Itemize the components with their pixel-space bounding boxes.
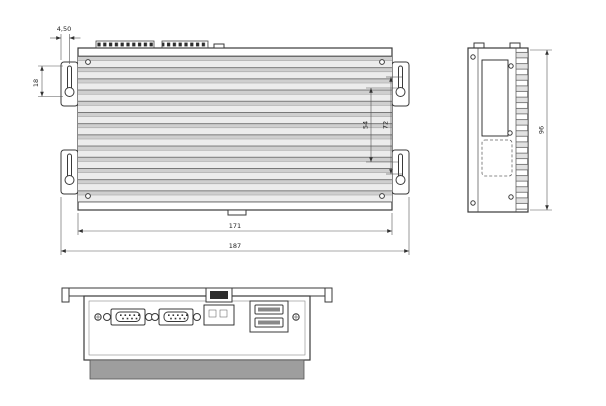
top-connector-strip-1 [95, 40, 155, 49]
front-corner-screws [85, 59, 385, 199]
panel-screw-left [94, 313, 102, 321]
top-edge-tab [213, 43, 225, 49]
side-screws [470, 54, 514, 206]
flange-tab-right [324, 287, 333, 303]
dim-label-overall-width: 187 [229, 242, 241, 250]
dim-label-keyhole-height: 18 [32, 79, 40, 87]
panel-flange [61, 287, 333, 297]
bottom-notch [227, 209, 247, 216]
dim-keyhole-height: 18 [32, 65, 63, 97]
dim-label-side-height: 96 [538, 126, 546, 134]
front-view [60, 40, 410, 216]
db9-connector-1 [103, 308, 153, 326]
dim-ear-offset: 4,50 [50, 25, 81, 64]
panel-screw-right [292, 313, 300, 321]
top-connector-strip-2 [161, 40, 209, 49]
side-terminal-block [481, 59, 509, 137]
side-fins [516, 50, 528, 210]
dim-side-height: 96 [530, 49, 552, 211]
side-top-tab-right [509, 42, 521, 49]
usb-port-stack [249, 300, 289, 333]
mounting-ear-top-right [391, 61, 410, 107]
db9-connector-2 [151, 308, 201, 326]
dimensions: 4,50 18 54 72 96 [32, 25, 552, 255]
dim-label-body-width: 171 [229, 222, 241, 230]
dim-label-mount-span-inner: 54 [362, 121, 370, 129]
mounting-ear-top-left [60, 61, 79, 107]
bottom-view [61, 287, 333, 380]
dim-mount-span-outer: 72 [382, 76, 402, 175]
mounting-ear-bottom-right [391, 149, 410, 195]
side-view [467, 42, 529, 213]
bottom-band [89, 359, 305, 380]
dim-overall-width: 187 [60, 197, 410, 255]
flange-tab-left [61, 287, 70, 303]
power-terminal-block [203, 287, 235, 326]
side-top-tab-left [473, 42, 485, 49]
dim-label-mount-span-outer: 72 [382, 121, 390, 129]
side-access-cover [481, 139, 513, 177]
dim-label-ear-offset: 4,50 [57, 25, 71, 33]
dim-body-width: 171 [77, 213, 393, 235]
mounting-ear-bottom-left [60, 149, 79, 195]
top-edge-connectors [95, 40, 225, 49]
chassis-body [77, 47, 393, 216]
